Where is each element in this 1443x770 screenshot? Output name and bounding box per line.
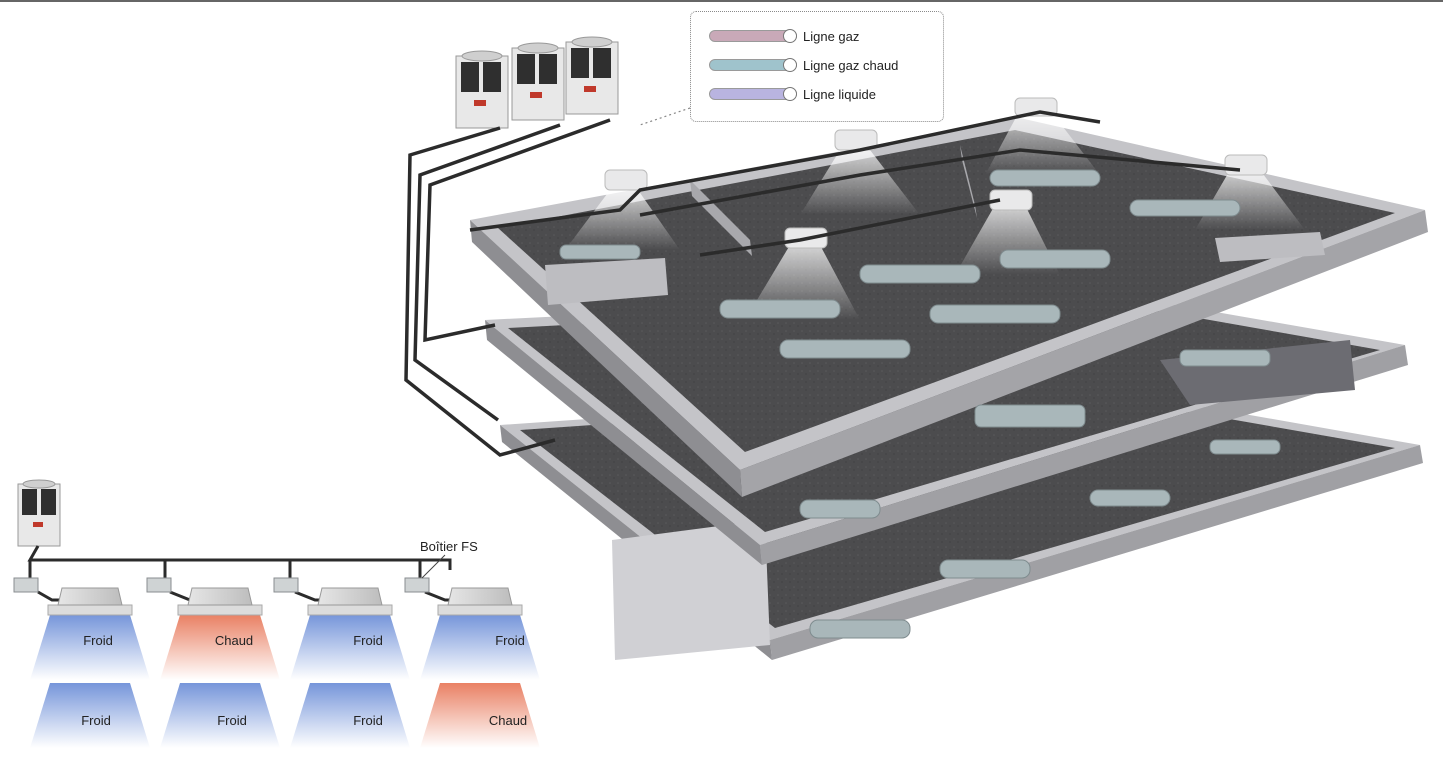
legend-label: Ligne liquide [803,86,877,102]
building-floor-3 [500,385,1423,660]
legend-item-gas: Ligne gaz [709,28,859,44]
legend-leader-line [639,107,691,126]
indoor-unit-1 [30,587,150,680]
fs-boxes [13,577,430,593]
office-desks [559,169,1281,639]
refrigerant-pipes [404,110,1241,457]
unit-4-mode-label: Froid [495,633,525,648]
liquid-line-swatch-icon [709,87,797,101]
unit-1-mode-label: Froid [83,633,113,648]
row2-unit-2-label: Froid [217,713,247,728]
pipe-legend: Ligne gaz Ligne gaz chaud Ligne liquide [690,11,944,122]
legend-label: Ligne gaz [803,28,860,44]
row2-unit-1-label: Froid [81,713,111,728]
indoor-unit-2 [160,587,280,680]
row2-unit-3-label: Froid [353,713,383,728]
fs-box-label: Boîtier FS [420,539,478,554]
indoor-unit-4 [420,587,540,680]
mode-row-2 [30,683,540,748]
legend-item-hot-gas: Ligne gaz chaud [709,57,898,73]
hot-gas-line-swatch-icon [709,58,797,72]
gas-line-swatch-icon [709,29,797,43]
legend-item-liquid: Ligne liquide [709,86,876,102]
unit-2-mode-label: Chaud [215,633,253,648]
unit-3-mode-label: Froid [353,633,383,648]
legend-label: Ligne gaz chaud [803,57,899,73]
row2-unit-4-label: Chaud [489,713,527,728]
left-outdoor-unit [17,479,61,547]
indoor-unit-3 [290,587,410,680]
fs-box-leader [421,554,446,579]
outdoor-unit-group [455,36,619,129]
